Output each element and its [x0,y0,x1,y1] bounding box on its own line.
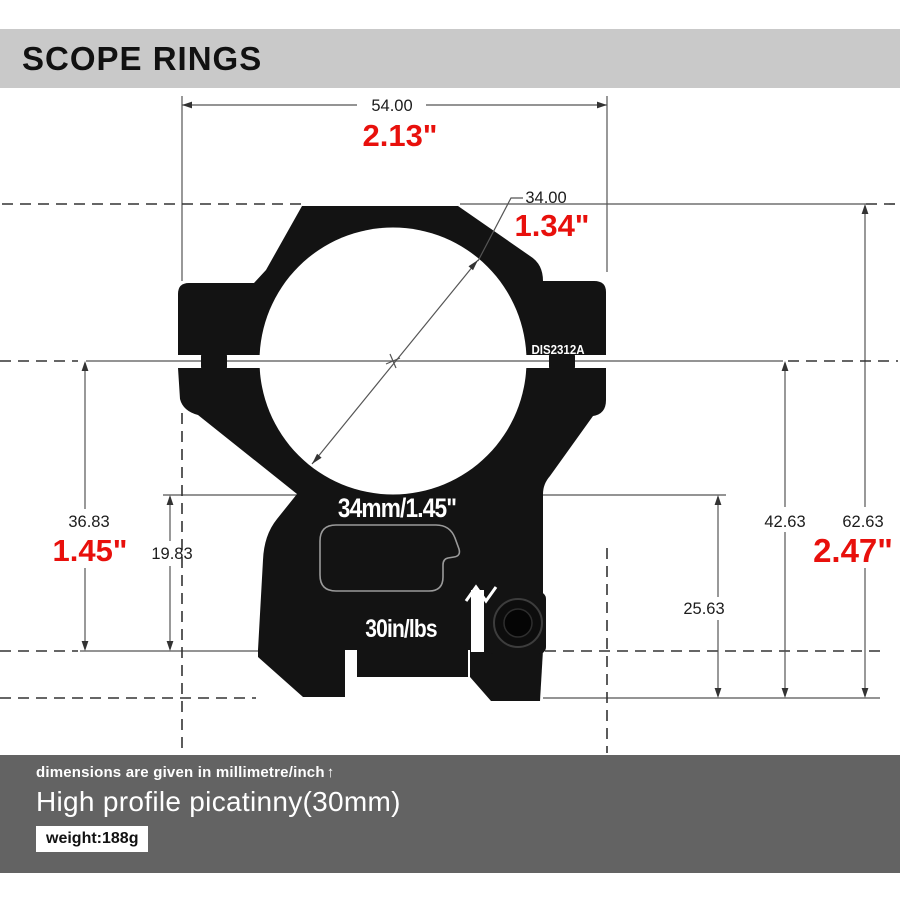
clamp-knob-center [503,608,533,638]
dimension-values: 54.00 2.13" 34.00 1.34" 36.83 1.45" 19.8… [52,97,892,618]
dim-width-mm: 54.00 [371,97,412,115]
product-name: High profile picatinny(30mm) [36,786,401,817]
dim-total-inch: 2.47" [813,532,893,569]
rail-center-recess [357,650,468,677]
weight-badge: weight:188g [36,826,149,852]
bore-diameter-callout [311,197,523,465]
header-bar: SCOPE RINGS [0,29,900,88]
torque-marking: 30in/lbs [365,614,437,642]
dim-bore-to-rail-mm: 19.83 [151,545,192,563]
dim-total-mm: 62.63 [842,513,883,531]
dimensions-note-text: dimensions are given in millimetre/inch [36,764,325,781]
dim-saddle-inch: 1.45" [52,533,127,568]
rail-clamp-plate [470,650,543,701]
dim-center-height-mm: 42.63 [764,513,805,531]
clamp-spring-zigzag [464,584,498,604]
dim-saddle-mm: 36.83 [68,513,109,531]
bore-size-marking: 34mm/1.45" [338,493,456,523]
rail-foot-left [258,650,345,697]
clamp-gap [471,590,484,652]
split-screw-left [201,353,227,370]
up-arrow-icon: ↑ [326,764,335,781]
model-marking: DIS2312A [531,343,584,358]
part-markings: 34mm/1.45" 30in/lbs DIS2312A [338,343,585,643]
footer-bar: dimensions are given in millimetre/inch↑… [0,755,900,873]
dim-bore-mm: 34.00 [525,189,566,207]
center-mark [385,353,401,369]
dim-bore-to-bottom-mm: 25.63 [683,600,724,618]
dim-bore-inch: 1.34" [514,208,589,243]
reference-lines [0,96,898,753]
split-screw-right [549,353,575,370]
page-title: SCOPE RINGS [22,39,263,77]
dimensions-note: dimensions are given in millimetre/inch↑ [36,764,900,781]
base-pocket-outline [319,524,461,592]
dim-width-inch: 2.13" [362,118,437,153]
